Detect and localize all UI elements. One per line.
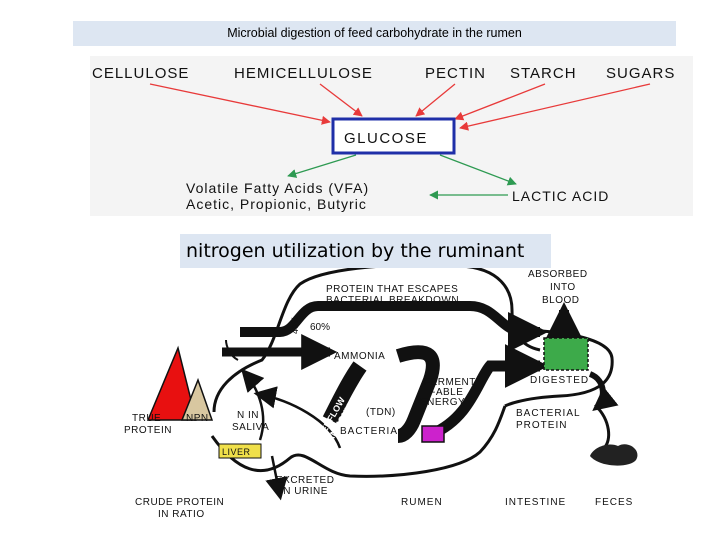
label-absorbed-2: INTO [550,282,576,293]
rumen-outline [210,263,541,478]
label-lactic-acid: LACTIC ACID [512,188,609,204]
feces-arrow [588,371,619,412]
label-digested: DIGESTED [530,375,589,386]
label-rumen: RUMEN [401,497,443,508]
bacteria-box [421,425,445,443]
label-ferment-4: (TDN) [366,407,396,418]
label-npn: NPN [186,413,209,424]
label-bacterial-protein-1: BACTERIAL [516,408,581,419]
label-starch: STARCH [510,65,577,82]
label-40pct: 40% [290,316,300,334]
arrow-pectin-glucose [415,83,456,117]
arrow-sugars-glucose [459,83,651,131]
label-true-protein-2: PROTEIN [124,425,172,436]
arrow-cellulose-glucose [149,83,331,125]
label-hemicellulose: HEMICELLULOSE [234,65,373,82]
label-excreted-1: EXCRETED [276,475,334,486]
urine-arrow [265,455,288,501]
label-bacterial-protein-2: PROTEIN [516,420,567,431]
npn-feed-line [225,339,239,361]
label-ferment-1: FERMENT [424,377,476,388]
npn-shape [180,377,214,421]
label-crude-2: IN RATIO [158,509,205,520]
label-true-protein-1: TRUE [132,413,161,424]
label-saliva-1: N IN [237,410,259,421]
liver-box [218,443,262,459]
label-bacteria: BACTERIA [340,426,398,437]
digested-box [543,337,589,371]
label-escape-2: BACTERIAL BREAKDOWN [326,295,459,306]
overflow-ammonia-band [322,361,367,424]
label-excreted-2: IN URINE [280,486,328,497]
label-glucose: GLUCOSE [344,130,428,147]
arrow-hemicellulose-glucose [319,83,363,117]
label-feces: FECES [595,497,633,508]
arrow-glucose-vfa [287,154,357,178]
carb-title: Microbial digestion of feed carbohydrate… [227,26,522,40]
escape-protein-arrow [240,301,548,352]
label-liver: LIVER [222,447,251,457]
label-vfa-line1: Volatile Fatty Acids (VFA) [186,180,369,196]
nitrogen-title: nitrogen utilization by the ruminant [186,240,525,262]
intestine-tail [594,404,611,450]
label-ferment-3: ENERGY [420,397,465,408]
label-absorbed-1: ABSORBED [528,269,588,280]
label-cellulose: CELLULOSE [92,65,189,82]
glucose-box [331,117,456,155]
carb-diagram: CELLULOSE HEMICELLULOSE PECTIN STARCH SU… [92,65,675,212]
arrow-glucose-lactic [439,154,517,186]
label-saliva-2: SALIVA [232,422,269,433]
bacteria-uptake-arrow [395,345,440,443]
label-60pct: 60% [310,322,330,333]
label-escape-1: PROTEIN THAT ESCAPES [326,284,458,295]
label-crude-1: CRUDE PROTEIN [135,497,224,508]
label-ferment-2: -ABLE [432,387,463,398]
carb-title-banner: Microbial digestion of feed carbohydrate… [73,21,676,46]
nitrogen-title-banner: nitrogen utilization by the ruminant [180,234,551,268]
label-ammonia: AMMONIA [334,351,385,362]
label-vfa-line2: Acetic, Propionic, Butyric [186,196,367,212]
label-absorbed-3: BLOOD [542,295,580,306]
liver-return-arrow [253,386,342,449]
arrow-starch-glucose [454,83,546,121]
label-intestine: INTESTINE [505,497,566,508]
feces-pile-icon [590,444,638,466]
nitrogen-diagram: ABSORBED INTO BLOOD PROTEIN THAT ESCAPES… [124,263,638,520]
label-sugars: SUGARS [606,65,675,82]
overflow-label-group: OVERFLOW AMMONIA [312,395,356,445]
label-pectin: PECTIN [425,65,486,82]
true-protein-shape [146,345,197,421]
